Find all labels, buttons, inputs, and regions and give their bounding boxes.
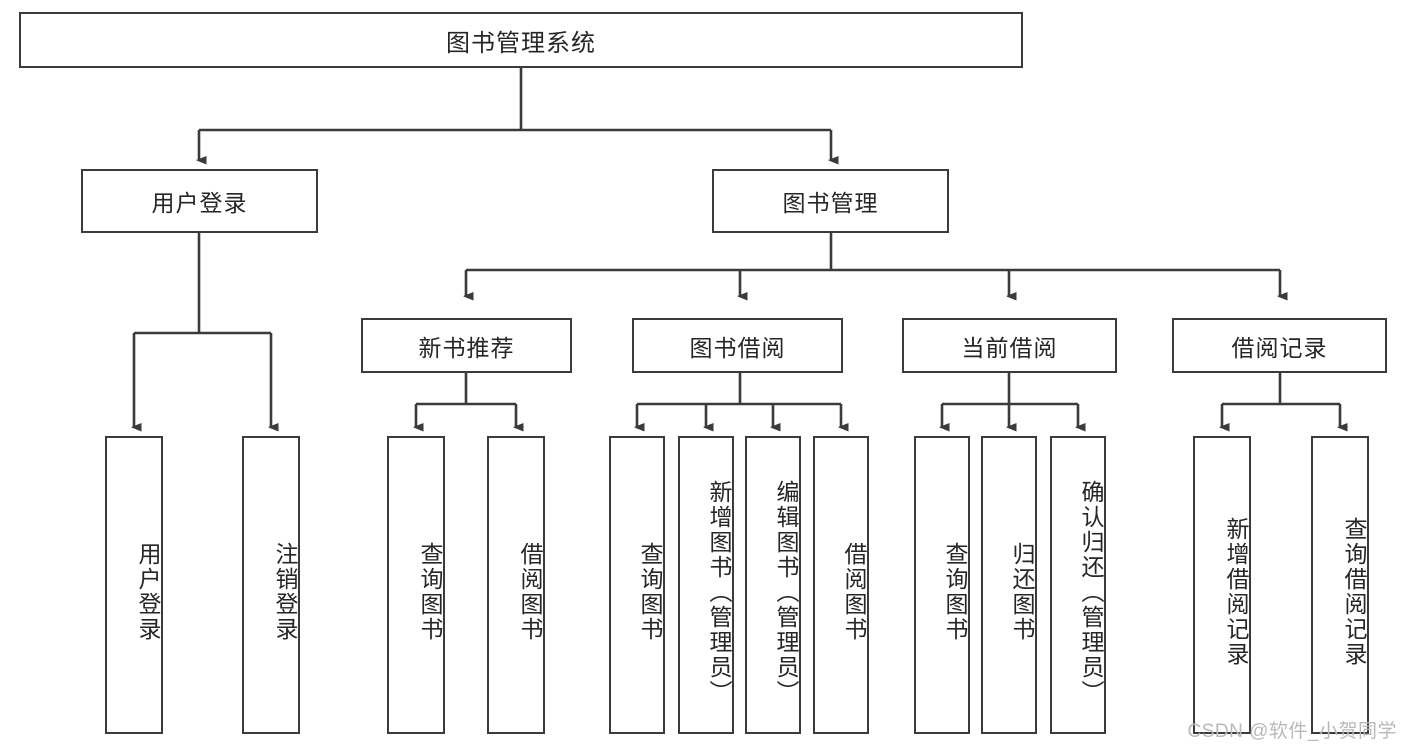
leaf-current-borrow-return[interactable]: 归还图书 — [981, 436, 1037, 734]
leaf-book-borrow-edit[interactable]: 编辑图书（管理员） — [745, 436, 801, 734]
leaf-user-login-login[interactable]: 用户登录 — [105, 436, 163, 734]
leaf-new-book-query[interactable]: 查询图书 — [387, 436, 445, 734]
node-current-borrow[interactable]: 当前借阅 — [902, 318, 1117, 373]
leaf-label: 查询图书 — [942, 542, 968, 642]
node-borrow-record[interactable]: 借阅记录 — [1172, 318, 1387, 373]
node-borrow-record-label: 借阅记录 — [1231, 334, 1328, 361]
leaf-label: 用户登录 — [135, 542, 161, 642]
leaf-book-borrow-query[interactable]: 查询图书 — [609, 436, 665, 734]
node-book-management[interactable]: 图书管理 — [712, 169, 949, 233]
leaf-book-borrow-add[interactable]: 新增图书（管理员） — [678, 436, 734, 734]
node-book-borrow-label: 图书借阅 — [689, 334, 786, 361]
node-user-login-label: 用户登录 — [151, 190, 248, 216]
leaf-label: 新增图书（管理员） — [706, 479, 732, 705]
leaf-current-borrow-query[interactable]: 查询图书 — [914, 436, 970, 734]
leaf-label: 查询图书 — [417, 542, 443, 642]
leaf-borrow-record-add[interactable]: 新增借阅记录 — [1193, 436, 1251, 734]
node-root[interactable]: 图书管理系统 — [19, 12, 1023, 68]
leaf-label: 借阅图书 — [517, 542, 543, 642]
node-book-borrow[interactable]: 图书借阅 — [632, 318, 843, 373]
leaf-borrow-record-query[interactable]: 查询借阅记录 — [1311, 436, 1369, 734]
leaf-label: 编辑图书（管理员） — [773, 479, 799, 705]
node-user-login[interactable]: 用户登录 — [81, 169, 318, 233]
node-book-management-label: 图书管理 — [782, 190, 879, 216]
leaf-new-book-borrow[interactable]: 借阅图书 — [487, 436, 545, 734]
leaf-label: 新增借阅记录 — [1223, 517, 1249, 667]
node-current-borrow-label: 当前借阅 — [961, 334, 1058, 361]
leaf-label: 归还图书 — [1009, 542, 1035, 642]
leaf-label: 注销登录 — [272, 542, 298, 642]
leaf-label: 查询图书 — [637, 542, 663, 642]
leaf-label: 借阅图书 — [841, 542, 867, 642]
leaf-current-borrow-confirm-return[interactable]: 确认归还（管理员） — [1050, 436, 1106, 734]
leaf-book-borrow-borrow[interactable]: 借阅图书 — [813, 436, 869, 734]
node-new-book-recommend-label: 新书推荐 — [418, 334, 515, 361]
node-new-book-recommend[interactable]: 新书推荐 — [361, 318, 572, 373]
leaf-label: 确认归还（管理员） — [1078, 479, 1104, 705]
watermark: CSDN @软件_小贺同学 — [1187, 721, 1397, 742]
leaf-label: 查询借阅记录 — [1341, 517, 1367, 667]
leaf-user-login-logout[interactable]: 注销登录 — [242, 436, 300, 734]
node-root-label: 图书管理系统 — [446, 29, 596, 57]
